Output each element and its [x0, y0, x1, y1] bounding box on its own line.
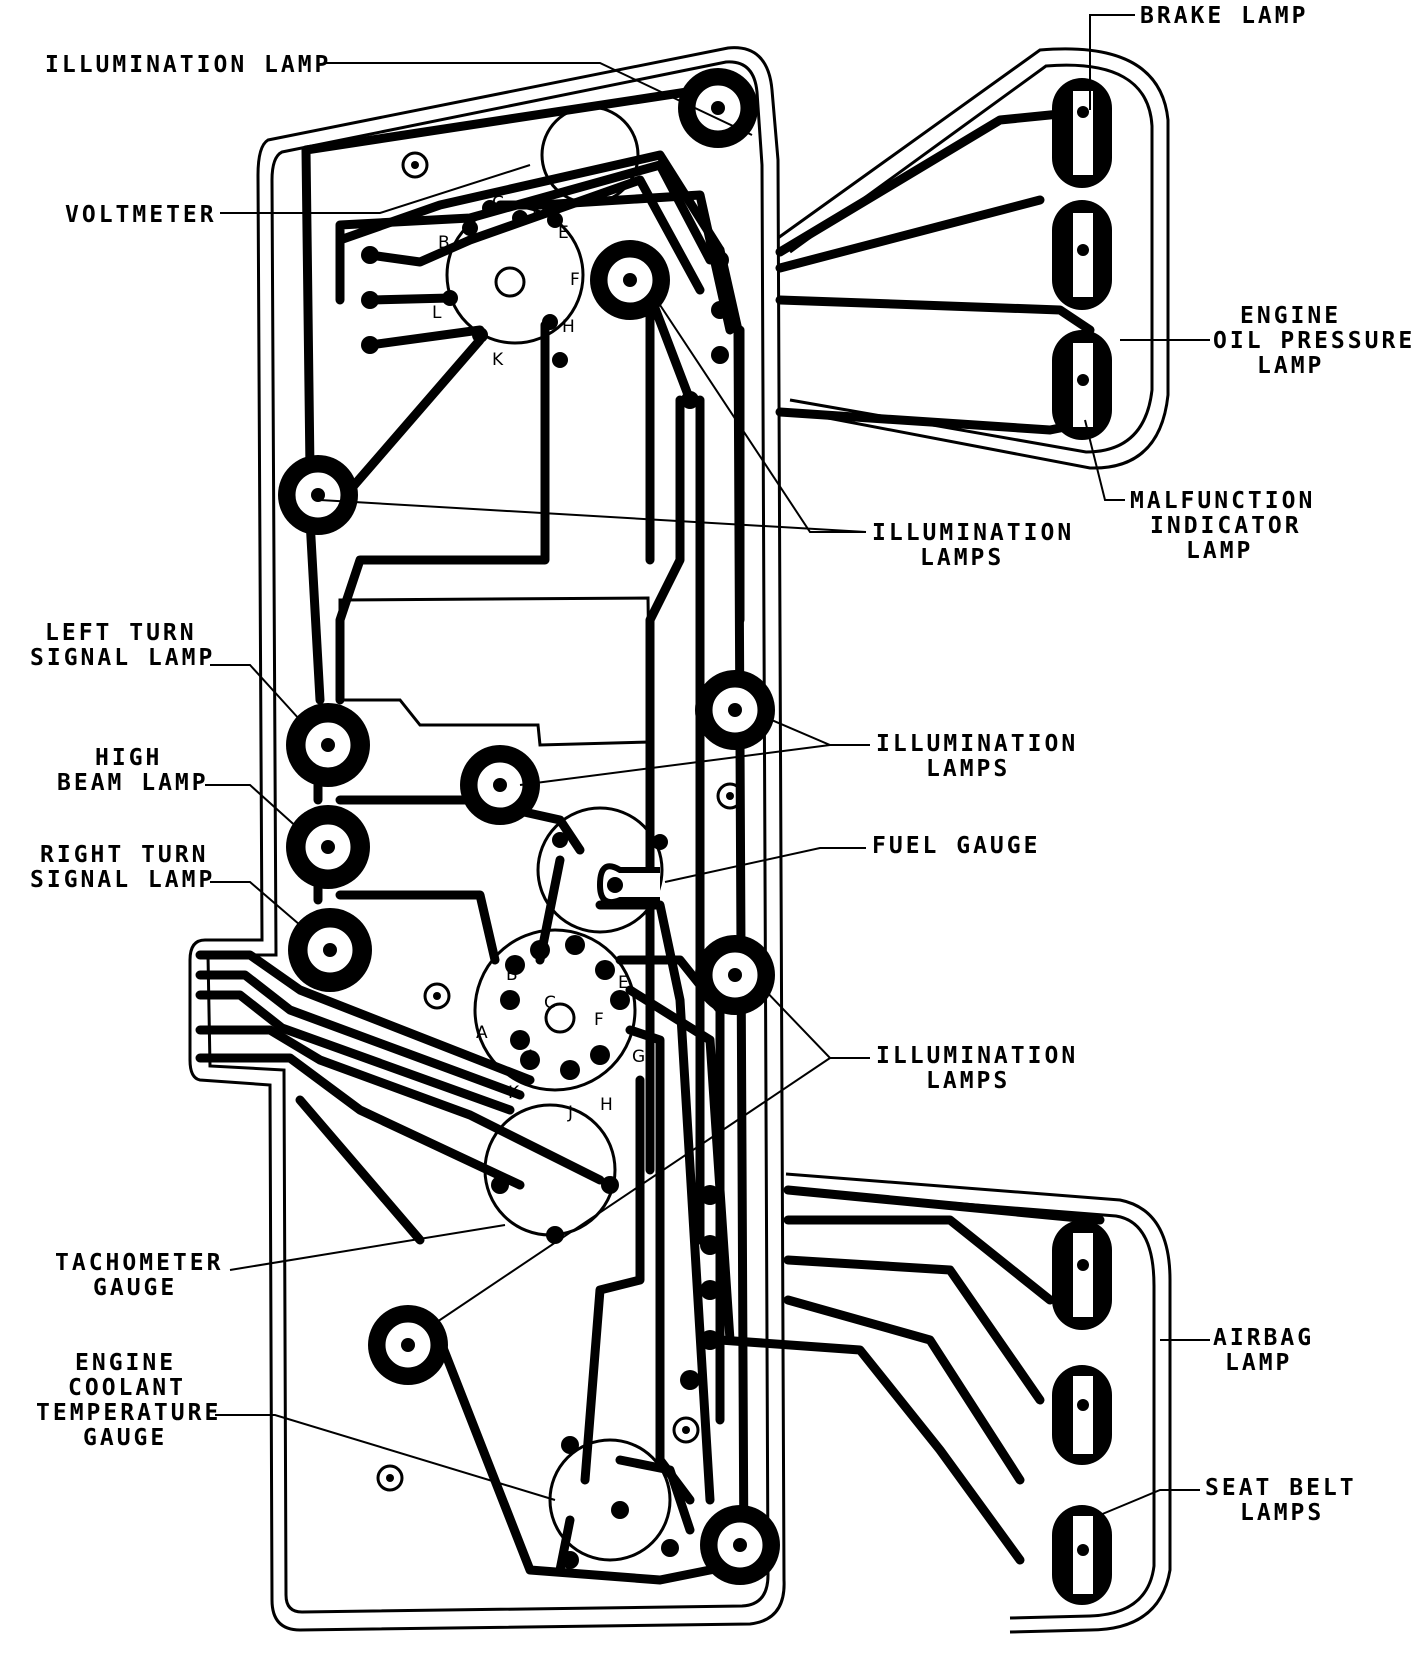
- svg-text:GAUGE: GAUGE: [83, 1425, 167, 1451]
- mounting-holes: [376, 151, 744, 1492]
- svg-text:F: F: [594, 1010, 604, 1030]
- svg-text:C: C: [544, 993, 556, 1013]
- fuel-gauge-connector: [536, 806, 668, 934]
- tachometer-pin-labels: A B C D E F G H J K L: [476, 935, 645, 1123]
- svg-text:B: B: [438, 233, 450, 253]
- svg-text:COOLANT: COOLANT: [68, 1375, 186, 1401]
- svg-text:SIGNAL LAMP: SIGNAL LAMP: [30, 645, 215, 671]
- circuit-board-outline: [188, 46, 1172, 1634]
- illumination-lamp-socket: [590, 240, 670, 320]
- mounting-hole-icon: [672, 1416, 700, 1444]
- svg-text:ILLUMINATION: ILLUMINATION: [872, 520, 1074, 546]
- left-turn-signal-lamp-label: LEFT TURN SIGNAL LAMP: [30, 620, 215, 671]
- svg-text:G: G: [632, 1047, 645, 1067]
- svg-text:INDICATOR: INDICATOR: [1150, 513, 1302, 539]
- brake-lamp-label: BRAKE LAMP: [1140, 3, 1308, 29]
- svg-text:BEAM LAMP: BEAM LAMP: [57, 770, 209, 796]
- illumination-lamp-socket: [678, 68, 758, 148]
- svg-text:LAMPS: LAMPS: [926, 756, 1010, 782]
- svg-text:RIGHT TURN: RIGHT TURN: [40, 842, 208, 868]
- tachometer-connector: [473, 928, 720, 1350]
- svg-text:LAMP: LAMP: [1257, 353, 1324, 379]
- component-labels: BRAKE LAMP ILLUMINATION LAMP VOLTMETER E…: [30, 3, 1415, 1526]
- svg-text:J: J: [567, 1103, 573, 1123]
- mounting-hole-icon: [401, 151, 429, 179]
- svg-text:SEAT BELT: SEAT BELT: [1205, 1475, 1357, 1501]
- svg-text:H: H: [562, 317, 575, 337]
- mounting-hole-icon: [423, 982, 451, 1010]
- svg-text:ILLUMINATION: ILLUMINATION: [876, 731, 1078, 757]
- svg-text:ENGINE: ENGINE: [1240, 303, 1341, 329]
- illumination-lamp-socket: [695, 935, 775, 1015]
- svg-text:HIGH: HIGH: [95, 745, 162, 771]
- coolant-gauge-connector: [548, 1370, 700, 1569]
- high-beam-lamp-socket: [286, 805, 370, 889]
- tachometer-gauge-label: TACHOMETER GAUGE: [55, 1250, 223, 1301]
- illumination-lamp-socket: [368, 1305, 448, 1385]
- illumination-lamp-socket: [700, 1505, 780, 1585]
- svg-text:AIRBAG: AIRBAG: [1213, 1325, 1314, 1351]
- illumination-lamp-socket: [460, 745, 540, 825]
- mounting-hole-icon: [376, 1464, 404, 1492]
- svg-text:MALFUNCTION: MALFUNCTION: [1130, 488, 1315, 514]
- right-turn-signal-lamp-socket: [288, 908, 372, 992]
- svg-text:ILLUMINATION: ILLUMINATION: [876, 1043, 1078, 1069]
- airbag-lamp-label: AIRBAG LAMP: [1213, 1325, 1314, 1376]
- left-turn-signal-lamp-socket: [286, 703, 370, 787]
- svg-text:TEMPERATURE: TEMPERATURE: [36, 1400, 221, 1426]
- svg-text:LEFT TURN: LEFT TURN: [45, 620, 197, 646]
- svg-text:LAMP: LAMP: [1225, 1350, 1292, 1376]
- svg-text:LAMPS: LAMPS: [926, 1068, 1010, 1094]
- right-turn-signal-lamp-label: RIGHT TURN SIGNAL LAMP: [30, 842, 215, 893]
- svg-text:ENGINE: ENGINE: [75, 1350, 176, 1376]
- malfunction-indicator-lamp-label: MALFUNCTION INDICATOR LAMP: [1130, 488, 1315, 564]
- svg-text:LAMPS: LAMPS: [920, 545, 1004, 571]
- illumination-lamps-label-1: ILLUMINATION LAMPS: [872, 520, 1074, 571]
- lower-flex-lamps: [1052, 1220, 1112, 1605]
- svg-text:B: B: [506, 965, 518, 985]
- illumination-lamp-socket: [278, 455, 358, 535]
- engine-coolant-temperature-gauge-label: ENGINE COOLANT TEMPERATURE GAUGE: [36, 1350, 221, 1451]
- voltmeter-pin-labels: B C D E F L K H: [432, 193, 580, 370]
- seat-belt-lamps-label: SEAT BELT LAMPS: [1205, 1475, 1357, 1526]
- svg-text:LAMPS: LAMPS: [1240, 1500, 1324, 1526]
- svg-text:TACHOMETER: TACHOMETER: [55, 1250, 223, 1276]
- svg-text:GAUGE: GAUGE: [93, 1275, 177, 1301]
- fuel-gauge-label: FUEL GAUGE: [872, 833, 1040, 859]
- voltmeter-connector: [361, 105, 729, 409]
- voltmeter-label: VOLTMETER: [65, 202, 217, 228]
- display-window: [338, 596, 652, 747]
- illumination-lamps-label-2: ILLUMINATION LAMPS: [876, 731, 1078, 782]
- svg-text:SIGNAL LAMP: SIGNAL LAMP: [30, 867, 215, 893]
- illumination-lamp-label: ILLUMINATION LAMP: [45, 52, 331, 78]
- svg-text:C: C: [492, 193, 504, 213]
- svg-text:E: E: [558, 223, 569, 243]
- leader-lines: [205, 14, 1210, 1516]
- svg-text:OIL PRESSURE: OIL PRESSURE: [1213, 328, 1415, 354]
- svg-text:L: L: [432, 303, 442, 323]
- engine-oil-pressure-lamp-label: ENGINE OIL PRESSURE LAMP: [1213, 303, 1415, 379]
- svg-text:L: L: [528, 1047, 538, 1067]
- svg-text:D: D: [568, 935, 581, 955]
- high-beam-lamp-label: HIGH BEAM LAMP: [57, 745, 209, 796]
- svg-text:K: K: [492, 350, 504, 370]
- illumination-lamps-label-3: ILLUMINATION LAMPS: [876, 1043, 1078, 1094]
- svg-text:H: H: [600, 1095, 613, 1115]
- lamp-sockets: [278, 68, 780, 1585]
- illumination-lamp-socket: [695, 670, 775, 750]
- svg-text:E: E: [618, 973, 629, 993]
- svg-text:A: A: [476, 1023, 488, 1043]
- svg-text:K: K: [508, 1083, 520, 1103]
- svg-text:D: D: [532, 200, 545, 220]
- upper-flex-lamps: [1052, 78, 1112, 440]
- svg-text:LAMP: LAMP: [1186, 538, 1253, 564]
- svg-text:F: F: [570, 270, 580, 290]
